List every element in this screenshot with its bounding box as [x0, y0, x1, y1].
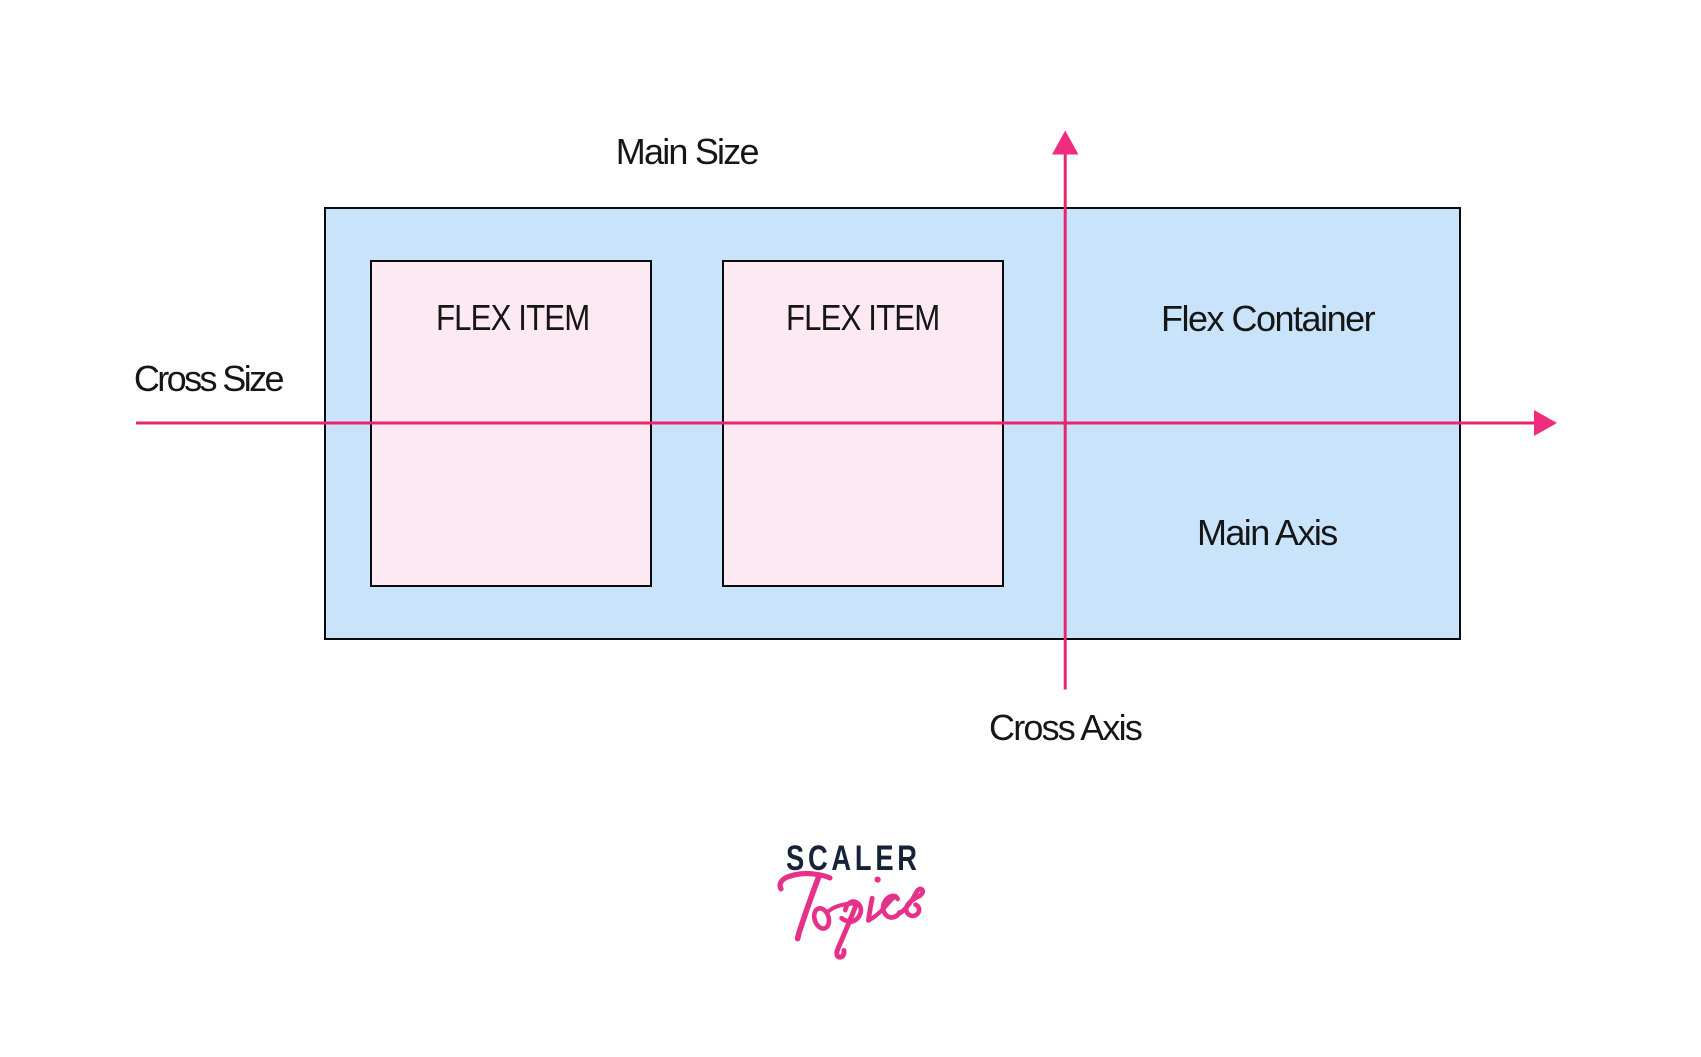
svg-text:R: R: [897, 839, 917, 878]
svg-text:C: C: [808, 839, 828, 878]
svg-text:S: S: [786, 839, 804, 878]
svg-text:A: A: [831, 839, 851, 878]
svg-text:E: E: [875, 839, 893, 878]
svg-text:L: L: [855, 839, 872, 878]
